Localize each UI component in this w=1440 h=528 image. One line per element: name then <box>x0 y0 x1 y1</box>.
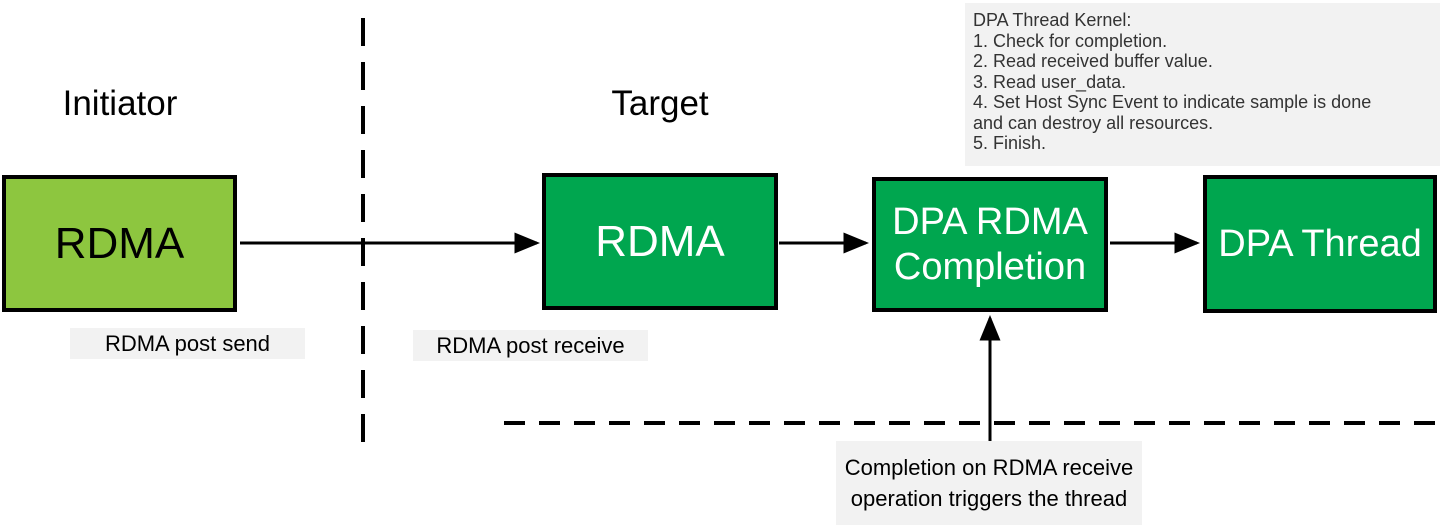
target-heading: Target <box>611 84 709 123</box>
kernel-note-line: and can destroy all resources. <box>973 112 1214 133</box>
rdma-post-receive-label: RDMA post receive <box>413 330 648 361</box>
initiator-heading: Initiator <box>62 84 178 123</box>
dpa-rdma-completion-box: DPA RDMA Completion <box>872 177 1108 312</box>
dpa-thread-box: DPA Thread <box>1203 175 1437 313</box>
rdma-post-send-label: RDMA post send <box>70 328 305 359</box>
completion-trigger-note: Completion on RDMA receive operation tri… <box>836 441 1142 525</box>
dpa-rdma-completion-box-label-line1: DPA RDMA <box>892 200 1088 243</box>
initiator-rdma-box-label: RDMA <box>54 218 185 268</box>
dpa-thread-box-label: DPA Thread <box>1218 222 1422 265</box>
kernel-note-line: 5. Finish. <box>973 133 1047 153</box>
kernel-note-line: 3. Read user_data. <box>973 71 1127 92</box>
dpa-rdma-completion-box-label-line2: Completion <box>893 245 1087 288</box>
target-rdma-box-label: RDMA <box>595 216 725 266</box>
target-rdma-box: RDMA <box>542 173 778 310</box>
completion-trigger-note-line1: Completion on RDMA receive <box>844 455 1134 480</box>
kernel-note-line: 1. Check for completion. <box>973 30 1168 51</box>
kernel-note-line: 2. Read received buffer value. <box>973 51 1213 71</box>
kernel-note-line: 4. Set Host Sync Event to indicate sampl… <box>973 92 1372 112</box>
dpa-thread-kernel-note: DPA Thread Kernel: 1. Check for completi… <box>965 3 1440 166</box>
kernel-note-line: DPA Thread Kernel: <box>973 10 1132 30</box>
initiator-rdma-box: RDMA <box>2 175 237 312</box>
completion-trigger-note-line2: operation triggers the thread <box>850 486 1128 511</box>
